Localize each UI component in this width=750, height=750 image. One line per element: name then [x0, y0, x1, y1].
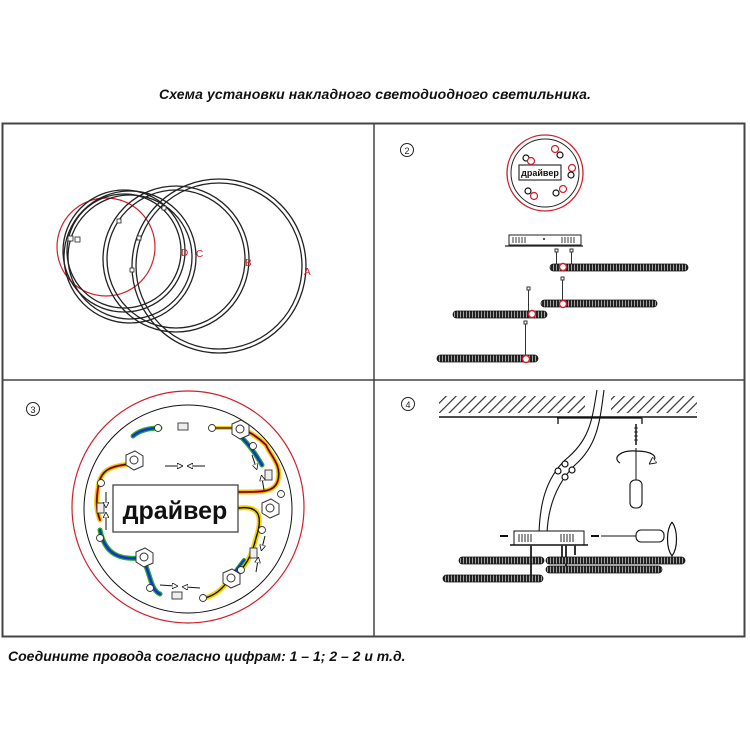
terminal-block: [554, 460, 576, 481]
mount-marks: [521, 262, 568, 364]
cable-glands: [125, 419, 280, 589]
wire-connectors: [96, 422, 273, 600]
ring-c: [63, 190, 197, 324]
ring-b: [102, 185, 250, 333]
hanger-wires: [523, 248, 574, 357]
ring-label-c: C: [196, 249, 203, 260]
svg-text:4: 4: [405, 400, 410, 410]
wiring-instruction-note: Соедините провода согласно цифрам: 1 – 1…: [8, 648, 406, 664]
panel-4-mounting: 4: [401, 389, 697, 583]
driver-box-side-view: [505, 234, 583, 247]
step-4-badge: 4: [401, 397, 415, 411]
step-3-badge: 3: [26, 402, 40, 416]
panel-frame: [1, 122, 746, 638]
ceiling-hatched: [439, 396, 697, 418]
mount-plate-outline-large: [71, 390, 305, 624]
number-tags: [96, 424, 285, 602]
screwdriver-horizontal: [601, 521, 678, 558]
direction-arrows: [106, 454, 265, 588]
ring-label-b: B: [245, 258, 252, 269]
mount-plate-outline: [56, 197, 156, 297]
svg-text:3: 3: [30, 405, 35, 415]
panel-1-rings: A B C D: [56, 178, 311, 354]
driver-box: [112, 484, 239, 533]
mount-plate-top-view: драйвер: [506, 134, 584, 212]
led-bars-installed: [442, 556, 686, 583]
ring-label-d: D: [181, 248, 188, 259]
led-bar-2: [540, 299, 658, 308]
ring-label-a: A: [304, 267, 311, 278]
ring-a: [131, 178, 307, 354]
panel-3-wiring: 3 драйвер: [26, 390, 305, 624]
panel-2-assembly: 2 драйвер: [400, 134, 689, 364]
ring-clips: [67, 205, 167, 273]
led-bar-1: [549, 263, 689, 272]
driver-box-installed: [500, 530, 599, 546]
supply-cable: [538, 389, 605, 534]
driver-label-large: драйвер: [123, 497, 228, 525]
step-2-badge: 2: [400, 143, 414, 157]
led-bar-4: [436, 354, 539, 363]
screw-and-screwdriver-vertical: [616, 424, 655, 509]
led-bar-3: [452, 310, 548, 319]
svg-text:2: 2: [404, 146, 409, 156]
canopy-edge: [83, 404, 293, 614]
page-title: Схема установки накладного светодиодного…: [158, 86, 591, 102]
driver-label-small: драйвер: [521, 168, 559, 178]
ring-d: [62, 189, 186, 313]
